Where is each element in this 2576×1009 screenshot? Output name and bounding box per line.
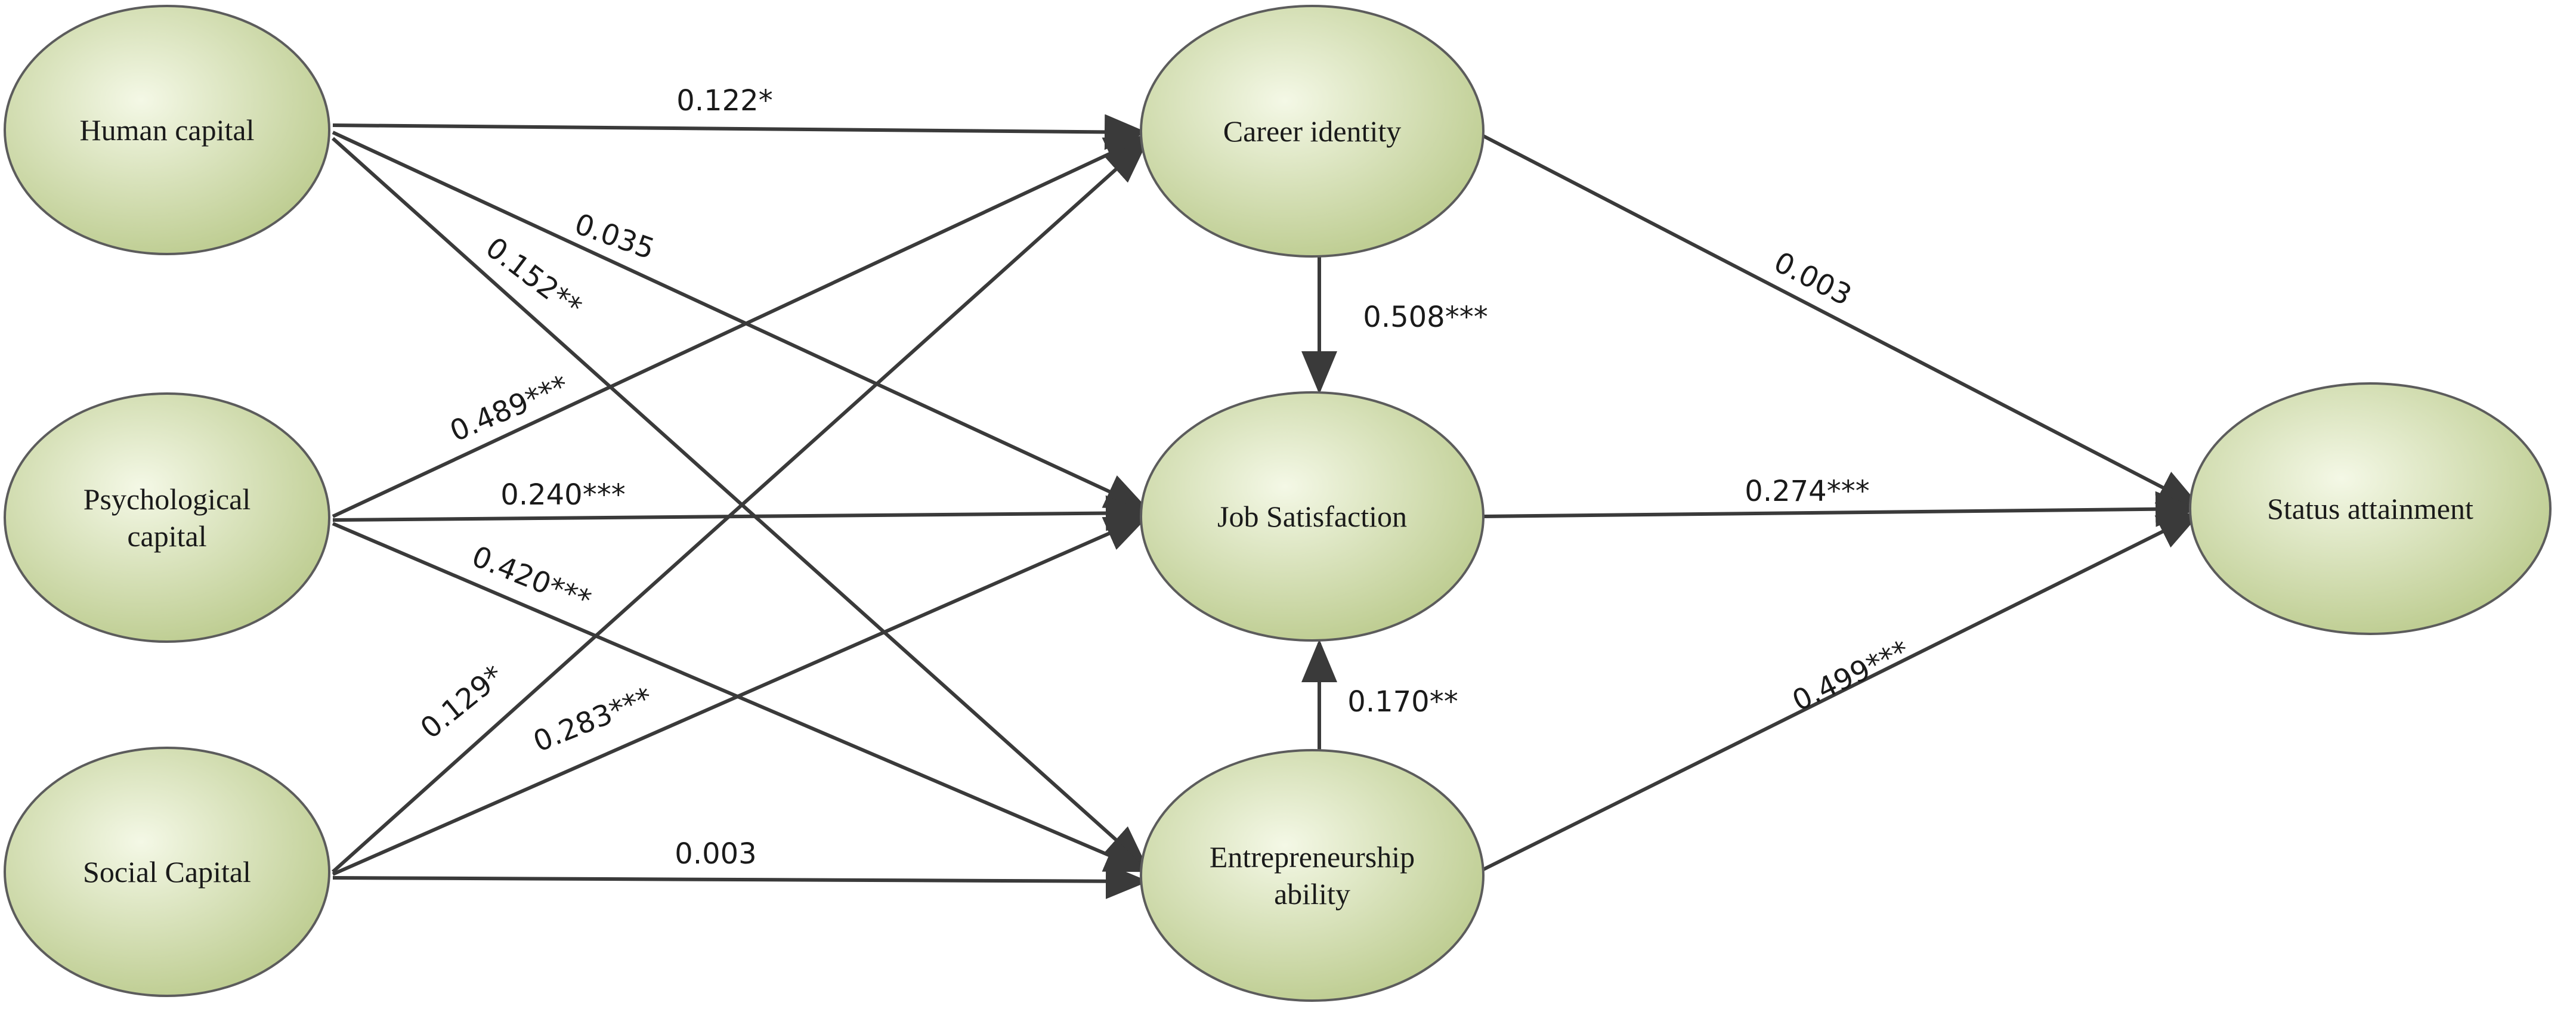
node-social: Social Capital — [4, 747, 330, 997]
coefficient-label-social-entre: 0.003 — [675, 837, 756, 871]
coefficient-label-entre-status: 0.499*** — [1788, 634, 1915, 718]
coefficient-label-career-status: 0.003 — [1768, 246, 1857, 312]
node-job: Job Satisfaction — [1140, 391, 1485, 642]
coefficient-label-entre-job: 0.170** — [1347, 685, 1458, 719]
arrow-social-career — [331, 140, 1148, 874]
coefficient-label-psych-career: 0.489*** — [445, 369, 573, 448]
coefficient-label-social-job: 0.283*** — [528, 681, 657, 759]
arrow-social-job — [332, 516, 1149, 876]
arrow-human-job — [332, 131, 1149, 510]
node-ellipse-status — [2189, 382, 2552, 635]
arrow-human-entre — [331, 137, 1148, 869]
arrow-job-status — [1483, 491, 2198, 527]
arrow-social-entre — [332, 863, 1149, 899]
nodes-layer: Human capitalPsychologicalcapitalSocial … — [4, 5, 2552, 1002]
node-label-job: Job Satisfaction — [1217, 500, 1407, 533]
coefficient-label-human-entre: 0.152** — [480, 231, 588, 324]
arrow-career-status — [1482, 134, 2201, 507]
arrow-psych-job — [332, 495, 1149, 531]
coefficient-label-psych-entre: 0.420*** — [467, 540, 595, 617]
arrow-human-career — [332, 114, 1148, 150]
arrow-entre-status — [1482, 512, 2201, 871]
coefficient-label-social-career: 0.129* — [415, 659, 511, 745]
coefficient-label-career-job: 0.508*** — [1363, 301, 1488, 334]
node-ellipse-entre — [1140, 749, 1485, 1002]
arrow-psych-career — [332, 135, 1149, 518]
node-label-psych: capital — [127, 519, 206, 553]
node-label-entre: ability — [1274, 877, 1350, 911]
coefficient-label-psych-job: 0.240*** — [500, 478, 625, 512]
node-label-psych: Psychological — [84, 482, 251, 516]
node-ellipse-job — [1140, 391, 1485, 642]
node-ellipse-human — [4, 5, 330, 255]
node-label-entre: Entrepreneurship — [1210, 840, 1415, 874]
node-label-social: Social Capital — [83, 855, 251, 889]
coefficient-label-human-career: 0.122* — [676, 84, 772, 117]
node-status: Status attainment — [2189, 382, 2552, 635]
node-human: Human capital — [4, 5, 330, 255]
node-ellipse-psych — [4, 392, 330, 643]
coefficient-label-job-status: 0.274*** — [1745, 475, 1869, 508]
edges-layer — [331, 114, 2201, 899]
node-label-status: Status attainment — [2267, 492, 2473, 525]
node-label-career: Career identity — [1223, 114, 1402, 148]
node-career: Career identity — [1140, 5, 1485, 258]
node-ellipse-career — [1140, 5, 1485, 258]
node-ellipse-social — [4, 747, 330, 997]
node-label-human: Human capital — [80, 113, 255, 147]
coefficient-label-human-job: 0.035 — [570, 208, 658, 267]
